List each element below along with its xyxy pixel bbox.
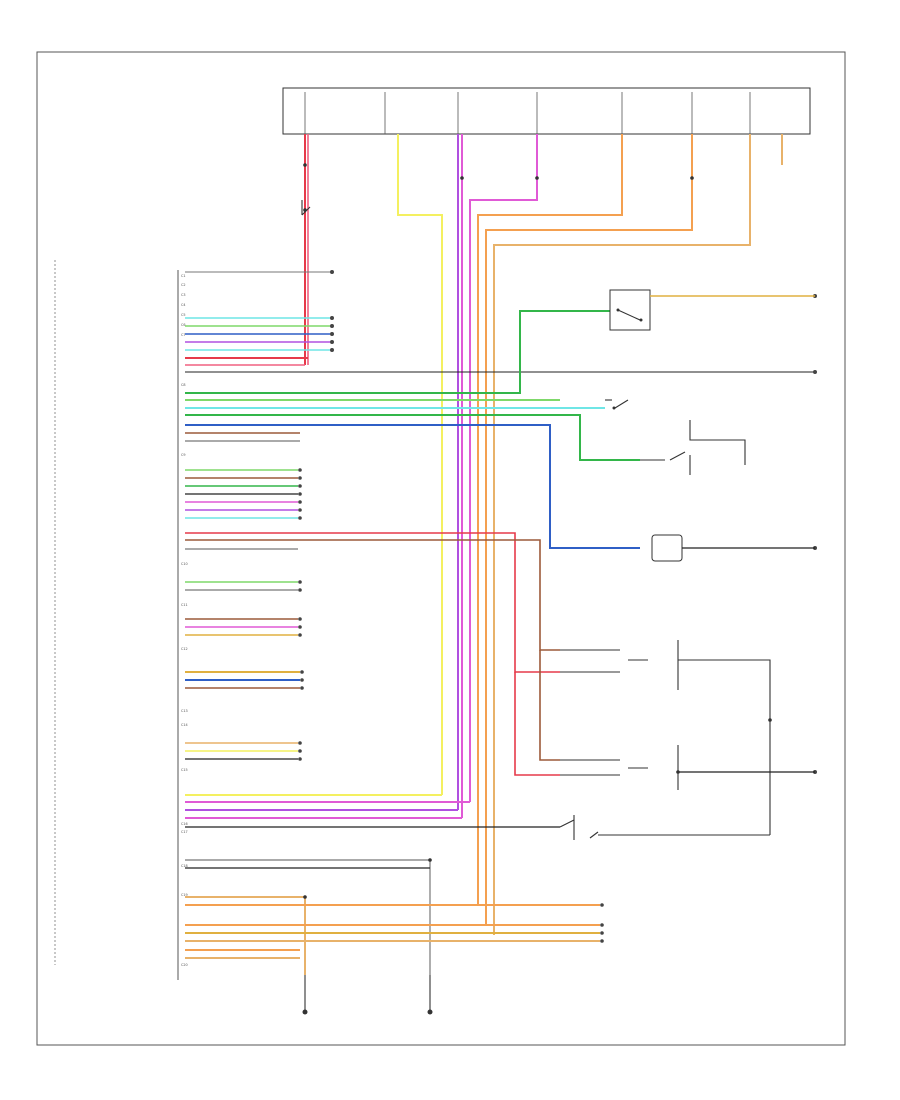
door-switch-red-wire	[514, 672, 560, 776]
door-switch-brown-wire	[539, 650, 560, 761]
pin-number: C17	[181, 830, 188, 834]
wire-orange-supply	[477, 134, 623, 905]
lower-group-wires	[185, 581, 300, 760]
pin-number: C16	[181, 822, 188, 826]
door-ajar-ground-wire	[689, 420, 746, 465]
pin-number: C8	[181, 383, 186, 387]
wire-tan-supply	[493, 134, 751, 935]
door-ajar-switch	[640, 451, 691, 475]
sensor-wires	[185, 310, 640, 549]
pin-number: C9	[181, 453, 186, 457]
pin-number: C20	[181, 963, 188, 967]
red-horizontal-wires	[185, 357, 308, 366]
bottom-fuse-wires	[185, 794, 600, 975]
pin-number: C6	[181, 323, 186, 327]
dimmer-switch	[651, 534, 683, 562]
wire-yellow-supply	[397, 134, 443, 795]
pin-number: C18	[181, 864, 188, 868]
pin-number: C11	[181, 603, 188, 607]
seat-belt-switch	[559, 815, 599, 840]
door-switch-common-wire	[678, 659, 771, 835]
fuse-stubs	[304, 92, 751, 134]
pin-number: C7	[181, 333, 186, 337]
top-system-wires	[185, 271, 815, 373]
vertical-supply-wires	[304, 134, 783, 935]
right-front-door-switch	[560, 745, 679, 790]
middle-group-wires	[185, 469, 560, 673]
left-front-door-switch	[560, 640, 679, 690]
pin-number: C3	[181, 293, 186, 297]
ground-left	[302, 975, 308, 1015]
pin-number: C2	[181, 283, 186, 287]
diagram-frame	[36, 51, 846, 1046]
brake-switch	[605, 399, 629, 410]
wiper-washer-switch	[609, 289, 651, 331]
pin-number: C15	[181, 768, 188, 772]
ground-right	[427, 975, 433, 1015]
splice-dots	[303, 163, 772, 899]
fuse-block	[282, 87, 811, 135]
pin-number: C10	[181, 562, 188, 566]
wire-magenta-2-supply	[469, 134, 538, 802]
pin-number: C14	[181, 723, 188, 727]
pin-numbers: C1 C2 C3 C4 C5 C6 C7 C8 C9 C10 C11 C12 C…	[181, 274, 188, 967]
pin-number: C12	[181, 647, 188, 651]
connector-dots	[298, 270, 817, 943]
pin-number: C4	[181, 303, 186, 307]
pin-number: C5	[181, 313, 186, 317]
pin-number: C13	[181, 709, 188, 713]
pin-number: C1	[181, 274, 186, 278]
pin-number: C19	[181, 893, 188, 897]
wire-orange-2-supply	[485, 134, 693, 925]
